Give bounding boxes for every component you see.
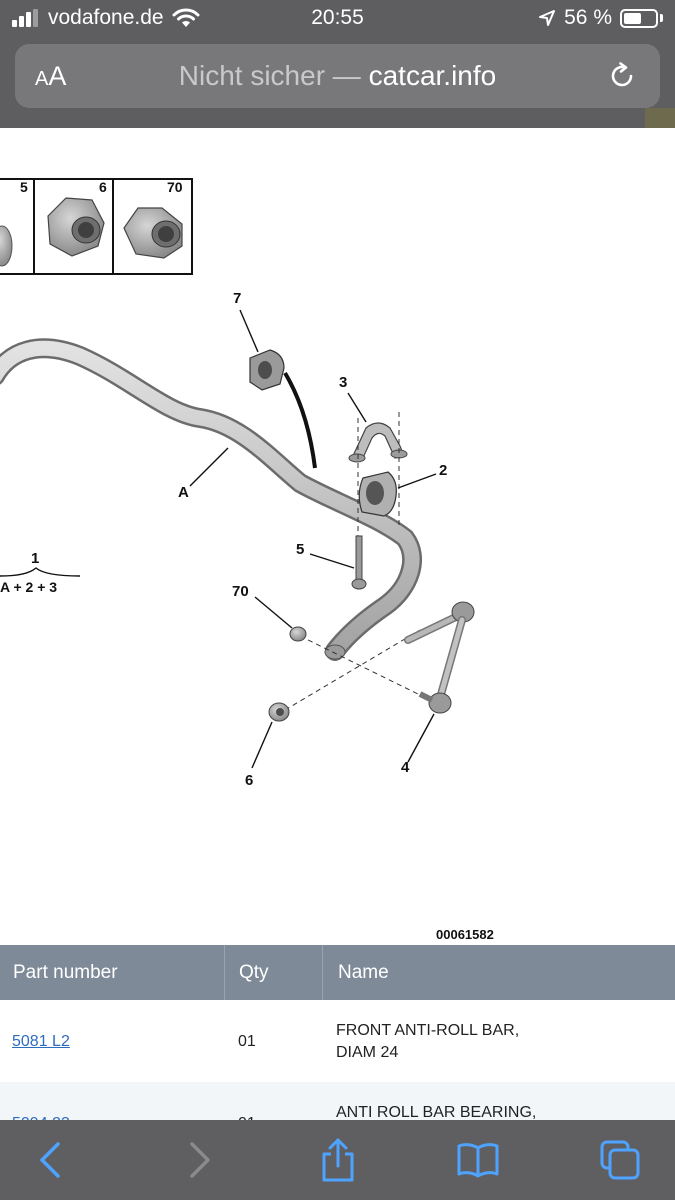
chrome-edge bbox=[645, 108, 675, 128]
header-name: Name bbox=[338, 962, 389, 983]
back-icon[interactable] bbox=[30, 1138, 74, 1182]
address-bar[interactable]: AA Nicht sicher — catcar.info bbox=[15, 44, 660, 108]
url-display[interactable]: Nicht sicher — catcar.info bbox=[15, 44, 660, 108]
bolt-5 bbox=[351, 535, 367, 590]
reader-text-size-button[interactable]: AA bbox=[35, 61, 67, 91]
callout-2: 2 bbox=[439, 462, 448, 479]
forward-icon[interactable] bbox=[176, 1138, 220, 1182]
name-cell: ANTI ROLL BAR BEARING, bbox=[336, 1104, 537, 1121]
battery-percentage: 56 % bbox=[564, 6, 612, 29]
assembly-lines bbox=[284, 412, 421, 711]
battery-icon bbox=[620, 8, 658, 28]
fastener-inset bbox=[0, 178, 193, 275]
exploded-view-drawing bbox=[0, 178, 475, 769]
callout-inset-70: 70 bbox=[167, 179, 183, 195]
bushing-7 bbox=[249, 349, 317, 469]
leader-lines bbox=[0, 309, 437, 769]
nut-70 bbox=[289, 626, 307, 642]
browser-chrome: vodafone.de 20:55 56 % AA Nicht sicher —… bbox=[0, 0, 675, 128]
bushing-2 bbox=[358, 471, 397, 517]
part-number-link[interactable]: 5081 L2 bbox=[12, 1033, 70, 1050]
tabs-icon[interactable] bbox=[598, 1138, 642, 1182]
callout-inset-6: 6 bbox=[99, 179, 107, 195]
callout-4: 4 bbox=[401, 759, 410, 776]
table-header: Part number Qty Name bbox=[0, 945, 675, 1000]
security-warning: Nicht sicher — bbox=[178, 60, 369, 91]
battery-tip bbox=[660, 14, 663, 22]
wifi-icon bbox=[172, 8, 200, 27]
callout-70: 70 bbox=[232, 583, 249, 600]
header-qty: Qty bbox=[239, 962, 269, 983]
diagram-reference: 00061582 bbox=[436, 927, 494, 942]
bracket-3 bbox=[348, 422, 408, 463]
link-rod-4 bbox=[404, 601, 475, 714]
callout-A: A bbox=[178, 484, 189, 501]
column-divider bbox=[322, 945, 323, 1000]
carrier-name: vodafone.de bbox=[48, 6, 164, 29]
header-part-number: Part number bbox=[13, 962, 118, 983]
share-icon[interactable] bbox=[316, 1138, 360, 1182]
callout-inset-5: 5 bbox=[20, 179, 28, 195]
url-host: catcar.info bbox=[368, 60, 497, 91]
signal-strength-icon bbox=[12, 9, 40, 27]
callout-7: 7 bbox=[233, 290, 242, 307]
name-cell: FRONT ANTI-ROLL BAR, DIAM 24 bbox=[336, 1022, 520, 1061]
callout-6: 6 bbox=[245, 772, 254, 789]
table-row: 5081 L2 01 FRONT ANTI-ROLL BAR, DIAM 24 bbox=[0, 1000, 675, 1082]
anti-roll-bar bbox=[0, 338, 423, 661]
location-arrow-icon bbox=[539, 10, 556, 26]
status-bar: vodafone.de 20:55 56 % bbox=[0, 0, 675, 38]
callout-3: 3 bbox=[339, 374, 348, 391]
qty-cell: 01 bbox=[238, 1033, 256, 1050]
browser-toolbar bbox=[0, 1120, 675, 1200]
reload-icon[interactable] bbox=[606, 60, 638, 92]
clock: 20:55 bbox=[311, 6, 364, 29]
callout-1: 1 bbox=[31, 550, 40, 567]
assembly-formula: A + 2 + 3 bbox=[0, 579, 58, 595]
parts-diagram: 5 6 70 7 3 2 A 1 A + 2 + 3 5 70 6 4 0006… bbox=[0, 128, 675, 945]
nut-6 bbox=[268, 702, 290, 722]
bookmarks-icon[interactable] bbox=[456, 1138, 500, 1182]
callout-5: 5 bbox=[296, 541, 305, 558]
column-divider bbox=[224, 945, 225, 1000]
